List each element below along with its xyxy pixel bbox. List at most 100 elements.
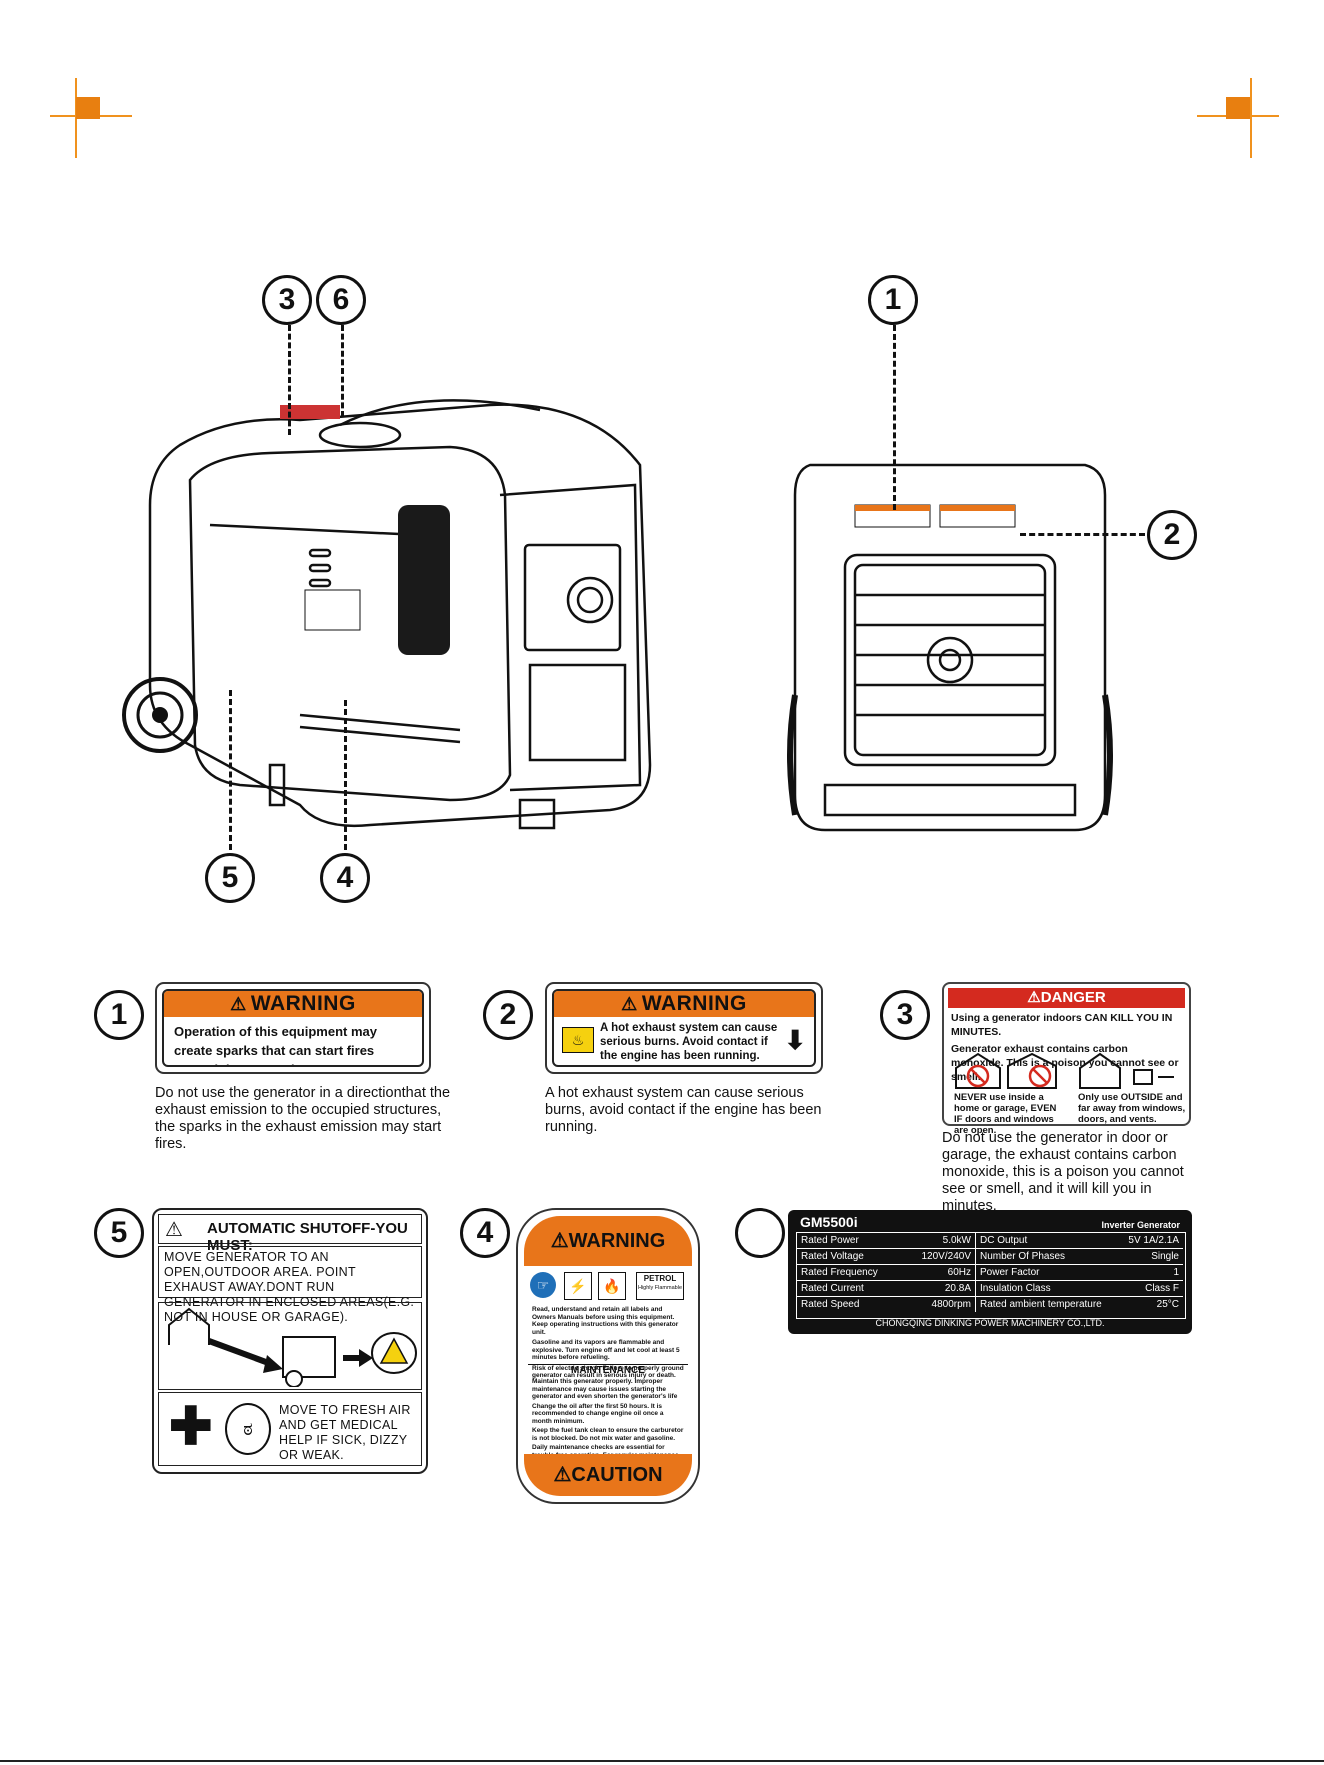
- move-outdoor-icon: [168, 1307, 417, 1388]
- callout-6: 6: [316, 275, 366, 325]
- hot-surface-icon: ♨: [562, 1027, 594, 1053]
- shutoff-help-row: ✚ ಠ MOVE TO FRESH AIR AND GET MEDICAL HE…: [158, 1392, 422, 1466]
- warning-triangle-icon: ⚠: [1027, 989, 1041, 1006]
- warning-heading: WARNING: [641, 992, 747, 1015]
- maint-2: Change the oil after the first 50 hours.…: [532, 1402, 664, 1425]
- leader-line-2: [1020, 533, 1145, 536]
- leader-line-6: [341, 325, 344, 417]
- warning-triangle-icon: ⚠: [553, 1464, 572, 1486]
- danger-heading: DANGER: [1040, 989, 1106, 1006]
- spec-key: Rated Power: [797, 1233, 895, 1249]
- label-number-6-empty: [735, 1208, 785, 1258]
- spec-key: Number Of Phases: [975, 1248, 1114, 1265]
- warning-heading: WARNING: [568, 1230, 666, 1252]
- warning-triangle-icon: ⚠: [621, 994, 638, 1014]
- spec-key: DC Output: [975, 1233, 1114, 1249]
- label-number-1: 1: [94, 990, 144, 1040]
- spec-value: 60Hz: [895, 1264, 976, 1281]
- plate-maker: CHONGQING DINKING POWER MACHINERY CO.,LT…: [875, 1318, 1105, 1328]
- warning-label-2: ⚠WARNING ♨ A hot exhaust system can caus…: [545, 982, 823, 1074]
- dizzy-face-icon: ಠ: [225, 1403, 271, 1455]
- spec-value: 1: [1114, 1264, 1183, 1281]
- spec-row: Rated Current 20.8A Insulation Class Cla…: [797, 1280, 1183, 1297]
- warning-triangle-icon: ⚠: [230, 994, 247, 1014]
- plate-type: Inverter Generator: [1101, 1220, 1180, 1230]
- bullet-2: Gasoline and its vapors are flammable an…: [532, 1339, 680, 1361]
- spec-value: 120V/240V: [895, 1248, 976, 1265]
- warning-band: ⚠WARNING: [524, 1216, 692, 1266]
- label-2-description: A hot exhaust system can cause serious b…: [545, 1085, 822, 1135]
- label-number-4: 4: [460, 1208, 510, 1258]
- fire-hazard-icon: 🔥: [598, 1272, 626, 1300]
- shutoff-label-5: ⚠ AUTOMATIC SHUTOFF-YOU MUST: MOVE GENER…: [152, 1208, 428, 1474]
- spec-key: Power Factor: [975, 1264, 1114, 1281]
- crop-mark-right-v: [1250, 78, 1252, 158]
- spec-key: Insulation Class: [975, 1280, 1114, 1297]
- caution-heading: CAUTION: [571, 1464, 663, 1486]
- maint-3: Keep the fuel tank clean to ensure the c…: [532, 1427, 684, 1442]
- spec-key: Rated ambient temperature: [980, 1299, 1102, 1310]
- spec-row: Rated Voltage 120V/240V Number Of Phases…: [797, 1248, 1183, 1265]
- danger-line-1: Using a generator indoors CAN KILL YOU I…: [951, 1012, 1173, 1038]
- spec-value: 5V 1A/2.1A: [1114, 1233, 1183, 1249]
- crop-mark-right-square: [1226, 97, 1250, 119]
- caution-band: ⚠CAUTION: [524, 1454, 692, 1496]
- spec-table: Rated Power 5.0kW DC Output 5V 1A/2.1A R…: [797, 1233, 1183, 1312]
- spec-row: Rated Speed 4800rpm Rated ambient temper…: [797, 1296, 1183, 1312]
- callout-2: 2: [1147, 510, 1197, 560]
- spec-value: 20.8A: [895, 1280, 976, 1297]
- shutoff-body: MOVE GENERATOR TO AN OPEN,OUTDOOR AREA. …: [158, 1246, 422, 1324]
- spec-key: Rated Current: [797, 1280, 895, 1297]
- danger-band: ⚠DANGER: [948, 988, 1185, 1008]
- callout-5: 5: [205, 853, 255, 903]
- warning-bullets: Read, understand and retain all labels a…: [532, 1306, 684, 1380]
- spec-key: Rated Frequency: [797, 1264, 895, 1281]
- medical-cross-icon: ✚: [169, 1398, 213, 1456]
- leader-line-3: [288, 325, 291, 435]
- leader-line-5: [229, 690, 232, 850]
- warning-band: ⚠WARNING: [164, 991, 422, 1017]
- spec-key: Rated Voltage: [797, 1248, 895, 1265]
- danger-label-3: ⚠DANGER Using a generator indoors CAN KI…: [942, 982, 1191, 1136]
- shutoff-title-row: ⚠ AUTOMATIC SHUTOFF-YOU MUST:: [158, 1214, 422, 1254]
- maint-1: Maintain this generator properly. Improp…: [532, 1378, 678, 1400]
- petrol-text: PETROL: [643, 1274, 677, 1283]
- shock-hazard-icon: ⚡: [564, 1272, 592, 1300]
- warning-label-4: ⚠WARNING ☞ ⚡ 🔥 PETROL Highly Flammable R…: [516, 1208, 700, 1504]
- arrow-down-icon: ⬇: [784, 1025, 806, 1055]
- bullet-3: Risk of electric shock. Failure to prope…: [532, 1364, 684, 1380]
- label-number-5: 5: [94, 1208, 144, 1258]
- crop-mark-left-v: [75, 78, 77, 158]
- no-indoor-house-icon: [955, 1052, 1057, 1089]
- warning-heading: WARNING: [250, 992, 356, 1015]
- crop-mark-left-square: [76, 97, 100, 119]
- spec-plate: GM5500i Inverter Generator Rated Power 5…: [788, 1210, 1192, 1334]
- bottom-rule: [0, 1760, 1324, 1762]
- outdoor-house-icon: [1079, 1052, 1174, 1089]
- shutoff-help-text: MOVE TO FRESH AIR AND GET MEDICAL HELP I…: [279, 1403, 411, 1462]
- spec-value: 25°C: [1156, 1299, 1179, 1310]
- bullet-1: Read, understand and retain all labels a…: [532, 1306, 679, 1336]
- generator-side-illustration: [122, 399, 652, 830]
- warning-text: A hot exhaust system can cause serious b…: [600, 1022, 778, 1062]
- generator-rear-illustration: [787, 463, 1113, 832]
- spec-value: 4800rpm: [895, 1296, 976, 1312]
- danger-caption-left: NEVER use inside a home or garage, EVEN …: [954, 1092, 1057, 1136]
- danger-line-2: Generator exhaust contains carbon monoxi…: [951, 1043, 1179, 1083]
- callout-4: 4: [320, 853, 370, 903]
- plate-body: [796, 1232, 1186, 1319]
- spec-value: 5.0kW: [895, 1233, 976, 1249]
- label-1-description: Do not use the generator in a directiont…: [155, 1085, 451, 1152]
- spec-value: Single: [1114, 1248, 1183, 1265]
- warning-triangle-icon: ⚠: [550, 1230, 569, 1252]
- plate-model: GM5500i: [800, 1214, 858, 1230]
- shutoff-title: AUTOMATIC SHUTOFF-YOU MUST:: [207, 1220, 408, 1254]
- warning-label-1: ⚠WARNING Operation of this equipment may…: [155, 982, 431, 1074]
- flammable-text: Highly Flammable: [637, 1285, 682, 1291]
- warning-text: Operation of this equipment may create s…: [174, 1024, 377, 1065]
- warning-cloud-icon: ⚠: [165, 1219, 183, 1241]
- spec-key: Rated Speed: [801, 1299, 860, 1310]
- spec-row: Rated Power 5.0kW DC Output 5V 1A/2.1A: [797, 1233, 1183, 1249]
- leader-line-4: [344, 700, 347, 850]
- callout-3: 3: [262, 275, 312, 325]
